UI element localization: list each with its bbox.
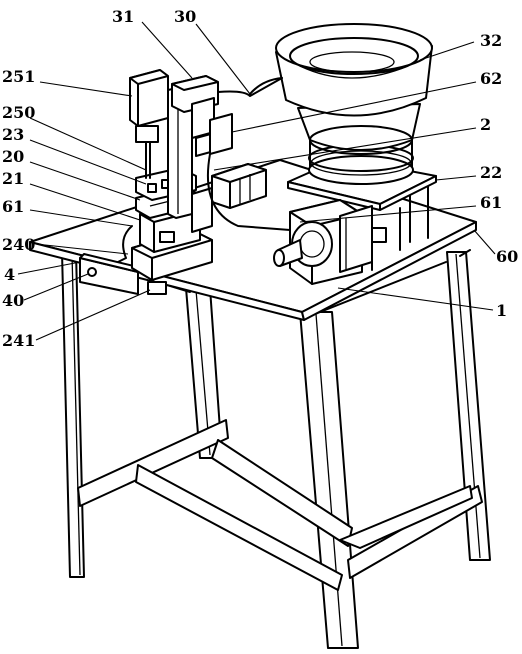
label-251: 251 xyxy=(2,67,35,86)
leader-lines xyxy=(17,21,496,341)
label-61-right: 61 xyxy=(480,193,502,212)
label-62: 62 xyxy=(480,69,502,88)
control-box xyxy=(79,253,167,295)
label-21: 21 xyxy=(2,169,24,188)
switch-button xyxy=(87,267,97,277)
label-40: 40 xyxy=(2,291,24,310)
table xyxy=(29,159,491,649)
label-1: 1 xyxy=(496,301,507,320)
press-station xyxy=(117,69,291,281)
label-250: 250 xyxy=(2,103,35,122)
label-31: 31 xyxy=(112,7,134,26)
label-32: 32 xyxy=(480,31,502,50)
label-22: 22 xyxy=(480,163,502,182)
label-2: 2 xyxy=(480,115,491,134)
vibratory-bowl-feeder xyxy=(249,23,437,271)
label-20: 20 xyxy=(2,147,24,166)
label-30: 30 xyxy=(174,7,196,26)
label-241: 241 xyxy=(2,331,35,350)
label-240: 240 xyxy=(2,235,35,254)
reference-labels: 31 30 32 251 62 250 23 2 20 21 22 61 61 … xyxy=(2,7,518,350)
label-4: 4 xyxy=(4,265,15,284)
label-23: 23 xyxy=(2,125,24,144)
label-61-left: 61 xyxy=(2,197,24,216)
connector-241 xyxy=(147,281,167,295)
label-60: 60 xyxy=(496,247,518,266)
